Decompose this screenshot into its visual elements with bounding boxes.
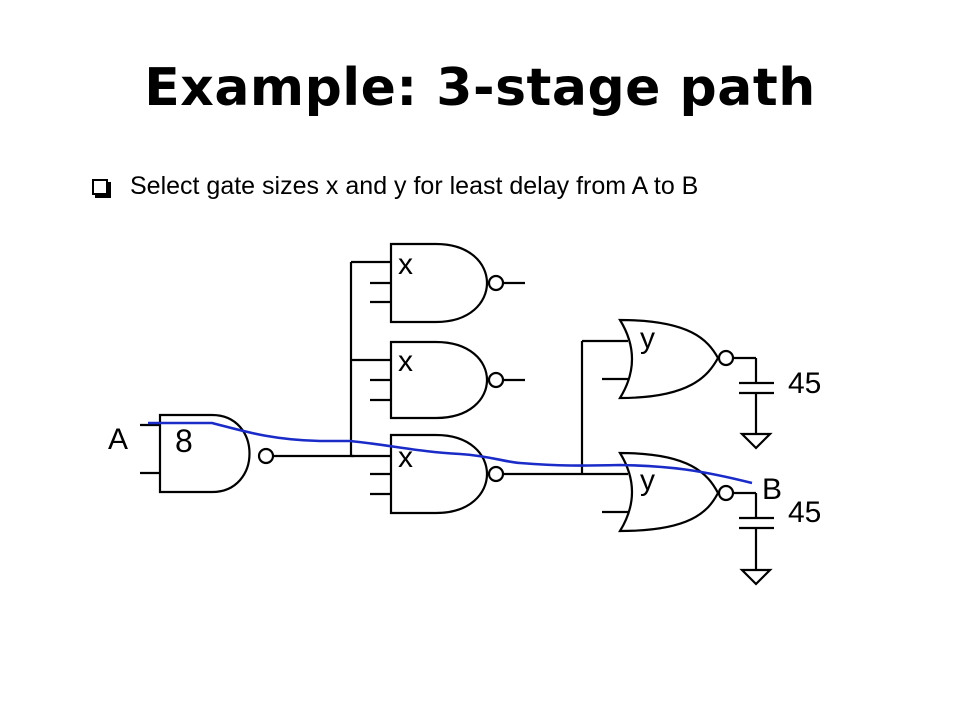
- input-label-a: A: [108, 423, 128, 456]
- nand-gate-input: [140, 413, 354, 494]
- critical-path-line: [148, 421, 753, 485]
- bullet-item: Select gate sizes x and y for least dela…: [92, 172, 698, 201]
- nand-gate-middle: [351, 340, 525, 420]
- gate-size-label-y-bottom: y: [640, 464, 655, 497]
- gate-size-label-x-top: x: [398, 248, 413, 281]
- slide-title: Example: 3-stage path: [144, 58, 816, 118]
- gate-size-label-y-top: y: [640, 322, 655, 355]
- load-cap-label-top: 45: [788, 367, 821, 400]
- gate-size-label-8: 8: [175, 423, 193, 459]
- gate-size-label-x-bottom: x: [398, 441, 413, 474]
- gate-size-label-x-middle: x: [398, 345, 413, 378]
- nand-gate-top: [351, 242, 525, 324]
- checkbox-bullet-icon: [92, 178, 108, 195]
- nor-gate-top: [582, 318, 774, 450]
- bullet-text: Select gate sizes x and y for least dela…: [130, 172, 699, 200]
- output-label-b: B: [762, 473, 782, 506]
- nor-gate-bottom: [582, 451, 774, 586]
- load-cap-label-bottom: 45: [788, 496, 821, 529]
